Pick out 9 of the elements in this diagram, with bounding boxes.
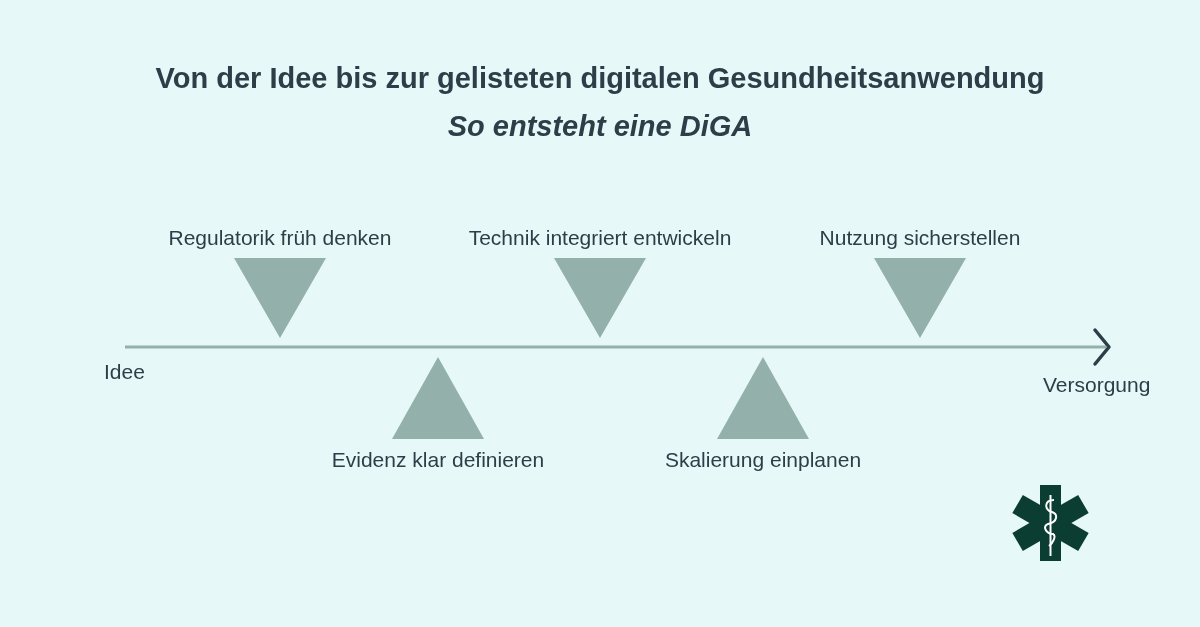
milestone-label: Evidenz klar definieren: [330, 448, 546, 472]
subtitle: So entsteht eine DiGA: [446, 110, 754, 143]
milestone-label: Skalierung einplanen: [663, 448, 863, 472]
milestone-label: Regulatorik früh denken: [167, 226, 393, 250]
milestone-label: Nutzung sicherstellen: [818, 226, 1022, 250]
start-label: Idee: [104, 360, 145, 384]
milestone-label: Technik integriert entwickeln: [467, 226, 733, 250]
title: Von der Idee bis zur gelisteten digitalen Gesundheitsanwendung: [154, 62, 1046, 95]
end-label: Versorgung: [1043, 373, 1151, 397]
